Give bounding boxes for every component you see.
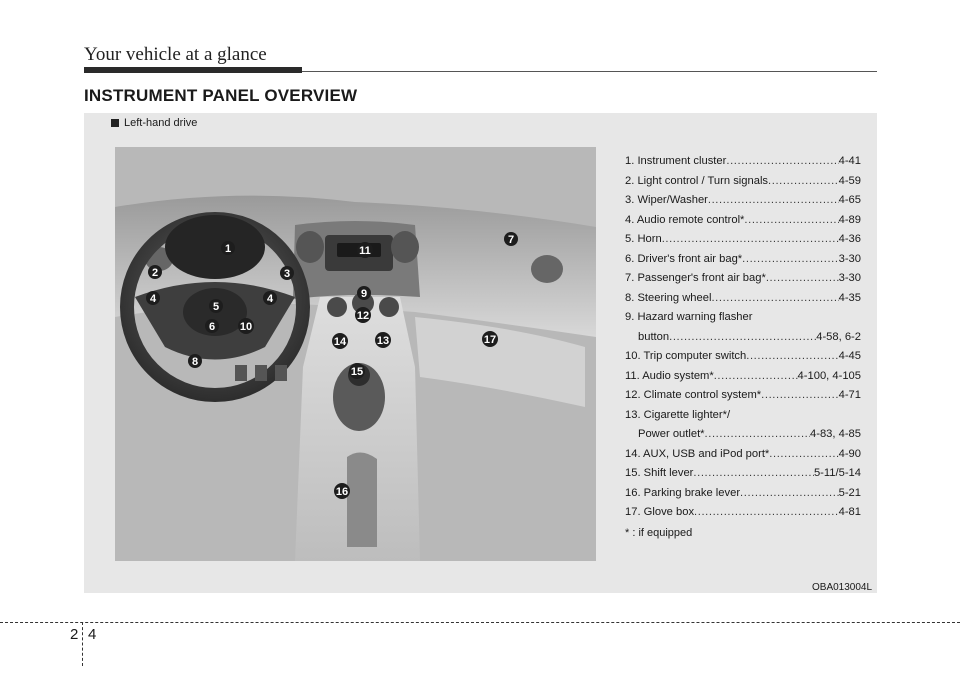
svg-text:17: 17 (484, 334, 496, 346)
image-code: OBA013004L (812, 582, 873, 593)
pedal-3 (275, 365, 287, 381)
drive-label: Left-hand drive (111, 117, 197, 129)
svg-text:4: 4 (267, 293, 274, 305)
list-item: 2. Light control / Turn signals4-59 (625, 172, 861, 192)
footer-rule (0, 622, 960, 623)
callout-11: 11 (357, 242, 373, 258)
climate-knob-left (327, 297, 347, 317)
list-item: 10. Trip computer switch4-45 (625, 347, 861, 367)
callout-3: 3 (280, 266, 294, 280)
svg-text:14: 14 (334, 336, 347, 348)
drive-label-text: Left-hand drive (124, 117, 198, 129)
passenger-vent (531, 255, 563, 283)
list-item: 16. Parking brake lever5-21 (625, 484, 861, 504)
callout-17: 17 (482, 331, 498, 347)
center-vent-left (296, 231, 324, 263)
svg-text:12: 12 (357, 310, 369, 322)
list-item: 1. Instrument cluster4-41 (625, 152, 861, 172)
callout-4-right: 4 (263, 291, 277, 305)
callout-5: 5 (209, 299, 223, 313)
instrument-panel-illustration: 1 2 3 4 4 5 6 7 8 9 10 11 12 13 14 15 16… (115, 147, 596, 561)
svg-text:10: 10 (240, 321, 252, 333)
list-item: 6. Driver's front air bag*3-30 (625, 250, 861, 270)
component-list: 1. Instrument cluster4-41 2. Light contr… (625, 152, 861, 523)
center-vent-right (391, 231, 419, 263)
svg-text:9: 9 (361, 288, 367, 300)
list-item: 12. Climate control system*4-71 (625, 386, 861, 406)
list-item: 8. Steering wheel4-35 (625, 289, 861, 309)
callout-10: 10 (238, 318, 254, 334)
callout-6: 6 (205, 319, 219, 333)
callout-4-left: 4 (146, 291, 160, 305)
callout-13: 13 (375, 332, 391, 348)
list-item: 17. Glove box4-81 (625, 503, 861, 523)
callout-12: 12 (355, 307, 371, 323)
dashboard-drawing: 1 2 3 4 4 5 6 7 8 9 10 11 12 13 14 15 16… (115, 147, 596, 561)
header-rule-thick (84, 67, 302, 73)
list-item: 9. Hazard warning flasher button4-58, 6-… (625, 308, 861, 347)
svg-text:6: 6 (209, 321, 215, 333)
callout-16: 16 (334, 483, 350, 499)
list-item: 11. Audio system*4-100, 4-105 (625, 367, 861, 387)
svg-text:3: 3 (284, 268, 290, 280)
pedal-2 (255, 365, 267, 381)
list-item: 3. Wiper/Washer4-65 (625, 191, 861, 211)
svg-text:11: 11 (359, 245, 371, 257)
footnote: * : if equipped (625, 527, 693, 539)
svg-text:15: 15 (351, 366, 363, 378)
chapter-number: 2 (70, 626, 79, 643)
square-bullet-icon (111, 119, 119, 127)
svg-text:2: 2 (152, 267, 158, 279)
list-item: 4. Audio remote control*4-89 (625, 211, 861, 231)
list-item: 7. Passenger's front air bag*3-30 (625, 269, 861, 289)
svg-text:8: 8 (192, 356, 198, 368)
pedal-1 (235, 365, 247, 381)
list-item: 14. AUX, USB and iPod port*4-90 (625, 445, 861, 465)
callout-14: 14 (332, 333, 348, 349)
callout-15: 15 (349, 363, 365, 379)
svg-text:1: 1 (225, 243, 231, 255)
parking-brake (347, 452, 377, 547)
callout-7: 7 (504, 232, 518, 246)
svg-text:16: 16 (336, 486, 348, 498)
callout-2: 2 (148, 265, 162, 279)
shift-boot (333, 363, 385, 431)
section-title: INSTRUMENT PANEL OVERVIEW (84, 86, 358, 105)
glove-box (415, 317, 585, 407)
list-item: 5. Horn4-36 (625, 230, 861, 250)
callout-1: 1 (221, 241, 235, 255)
svg-text:5: 5 (213, 301, 219, 313)
chapter-title: Your vehicle at a glance (84, 44, 267, 65)
svg-text:4: 4 (150, 293, 157, 305)
callout-8: 8 (188, 354, 202, 368)
svg-text:7: 7 (508, 234, 514, 246)
svg-text:13: 13 (377, 335, 389, 347)
list-item: 15. Shift lever5-11/5-14 (625, 464, 861, 484)
climate-knob-right (379, 297, 399, 317)
header-rule-thin (302, 71, 877, 72)
callout-9: 9 (357, 286, 371, 300)
footer-divider (82, 622, 83, 666)
page-number: 4 (88, 626, 97, 643)
instrument-cluster (165, 215, 265, 279)
list-item: 13. Cigarette lighter*/ Power outlet*4-8… (625, 406, 861, 445)
